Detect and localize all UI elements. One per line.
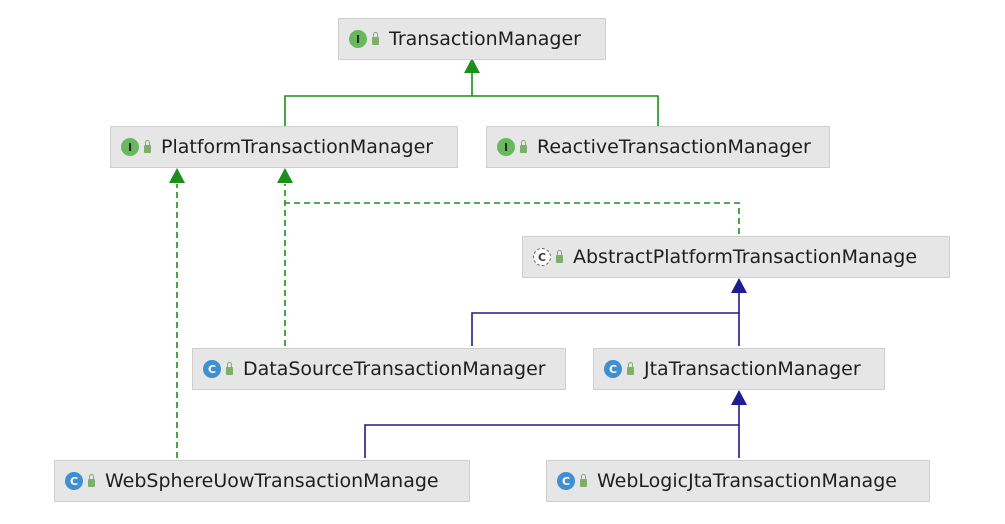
node-label: WebLogicJtaTransactionManage xyxy=(597,470,897,492)
edge-platform-to-transaction-manager xyxy=(284,72,473,126)
public-lock-icon xyxy=(88,474,95,487)
node-label: TransactionManager xyxy=(389,28,581,50)
interface-icon: I xyxy=(121,138,139,156)
public-lock-icon xyxy=(372,32,379,45)
class-icon: C xyxy=(203,360,221,378)
edge-datasource-to-abstract xyxy=(471,312,739,346)
node-weblogic-jta-transaction-manager[interactable]: C WebLogicJtaTransactionManage xyxy=(546,460,930,502)
node-label: WebSphereUowTransactionManage xyxy=(105,470,439,492)
class-icon: C xyxy=(65,472,83,490)
public-lock-icon xyxy=(627,362,634,375)
abstract-class-icon: C xyxy=(533,248,551,266)
node-label: DataSourceTransactionManager xyxy=(243,358,546,380)
node-jta-transaction-manager[interactable]: C JtaTransactionManager xyxy=(593,348,885,390)
node-label: AbstractPlatformTransactionManage xyxy=(573,246,918,268)
edge-abstract-to-platform xyxy=(285,202,740,234)
arrowhead-platform-left xyxy=(169,168,185,183)
interface-icon: I xyxy=(497,138,515,156)
node-label: JtaTransactionManager xyxy=(644,358,861,380)
node-reactive-transaction-manager[interactable]: I ReactiveTransactionManager xyxy=(486,126,830,168)
public-lock-icon xyxy=(580,474,587,487)
arrowhead-jta xyxy=(731,390,747,405)
public-lock-icon xyxy=(556,250,563,263)
arrowhead-transaction-manager xyxy=(464,58,480,73)
node-websphere-uow-transaction-manager[interactable]: C WebSphereUowTransactionManage xyxy=(54,460,470,502)
arrowhead-platform-right xyxy=(277,168,293,183)
public-lock-icon xyxy=(144,140,151,153)
interface-icon: I xyxy=(349,30,367,48)
edge-reactive-to-transaction-manager xyxy=(472,95,659,126)
class-icon: C xyxy=(604,360,622,378)
class-icon: C xyxy=(557,472,575,490)
public-lock-icon xyxy=(226,362,233,375)
node-platform-transaction-manager[interactable]: I PlatformTransactionManager xyxy=(110,126,458,168)
node-abstract-platform-transaction-manager[interactable]: C AbstractPlatformTransactionManage xyxy=(522,236,950,278)
node-datasource-transaction-manager[interactable]: C DataSourceTransactionManager xyxy=(192,348,566,390)
public-lock-icon xyxy=(520,140,527,153)
edge-websphere-to-jta xyxy=(364,424,739,458)
node-transaction-manager[interactable]: I TransactionManager xyxy=(338,18,606,60)
arrowhead-abstract xyxy=(731,278,747,293)
node-label: PlatformTransactionManager xyxy=(161,136,434,158)
node-label: ReactiveTransactionManager xyxy=(537,136,811,158)
